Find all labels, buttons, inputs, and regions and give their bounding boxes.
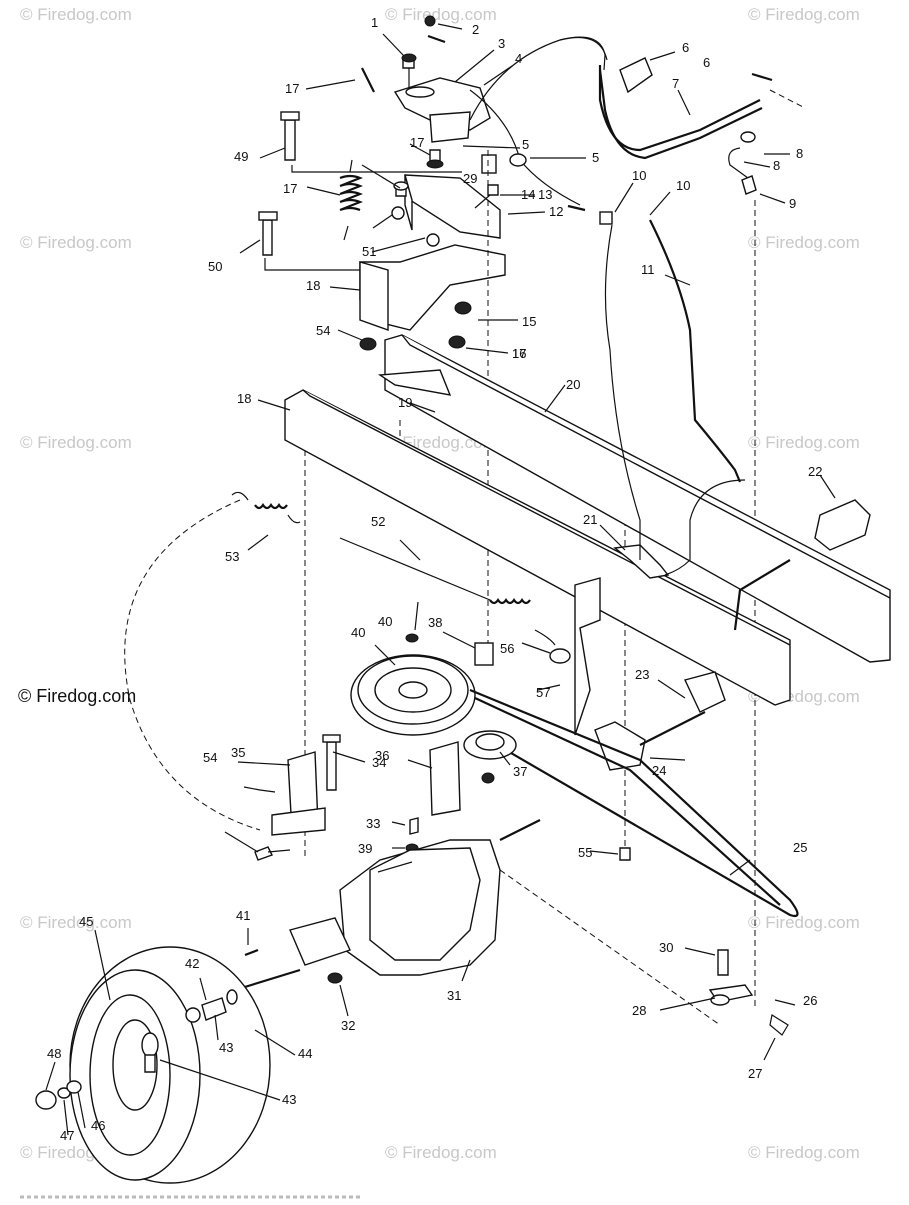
- callout-10: 10: [632, 168, 646, 183]
- watermark-text: © Firedog.com: [748, 5, 860, 24]
- callout-39: 39: [358, 841, 372, 856]
- callout-33: 33: [366, 816, 380, 831]
- callout-56: 56: [500, 641, 514, 656]
- callout-17: 17: [285, 81, 299, 96]
- callout-8: 8: [773, 158, 780, 173]
- callout-41: 41: [236, 908, 250, 923]
- callout-18: 18: [306, 278, 320, 293]
- callout-45: 45: [79, 914, 93, 929]
- callout-43: 43: [282, 1092, 296, 1107]
- watermark-text: © Firedog.com: [385, 1143, 497, 1162]
- callout-43: 43: [219, 1040, 233, 1055]
- callout-17: 17: [283, 181, 297, 196]
- callout-5: 5: [592, 150, 599, 165]
- callout-51: 51: [362, 244, 376, 259]
- callout-53: 53: [225, 549, 239, 564]
- callout-35: 35: [231, 745, 245, 760]
- watermark-text: © Firedog.com: [748, 913, 860, 932]
- callout-30: 30: [659, 940, 673, 955]
- watermark-text: © Firedog.com: [20, 233, 132, 252]
- callout-19: 19: [398, 395, 412, 410]
- callout-6: 6: [703, 55, 710, 70]
- callout-38: 38: [428, 615, 442, 630]
- callout-31: 31: [447, 988, 461, 1003]
- callout-10: 10: [676, 178, 690, 193]
- callout-13: 13: [538, 187, 552, 202]
- callout-23: 23: [635, 667, 649, 682]
- callout-34: 34: [372, 755, 386, 770]
- callout-52: 52: [371, 514, 385, 529]
- callout-14: 14: [521, 187, 535, 202]
- callout-40: 40: [351, 625, 365, 640]
- callout-46: 46: [91, 1118, 105, 1133]
- callout-24: 24: [652, 763, 666, 778]
- callout-44: 44: [298, 1046, 312, 1061]
- callout-40: 40: [378, 614, 392, 629]
- callout-42: 42: [185, 956, 199, 971]
- callout-48: 48: [47, 1046, 61, 1061]
- callout-7: 7: [672, 76, 679, 91]
- callout-54: 54: [316, 323, 330, 338]
- callout-54: 54: [203, 750, 217, 765]
- watermark-main: © Firedog.com: [18, 686, 136, 706]
- watermark-text: © Firedog.com: [748, 1143, 860, 1162]
- callout-2: 2: [472, 22, 479, 37]
- watermark-text: © Firedog.com: [20, 433, 132, 452]
- watermark-text: © Firedog.com: [20, 913, 132, 932]
- callout-3: 3: [498, 36, 505, 51]
- callout-22: 22: [808, 464, 822, 479]
- callout-8: 8: [796, 146, 803, 161]
- callout-16: 16: [512, 346, 526, 361]
- callout-36: 36: [375, 748, 389, 763]
- callout-11: 11: [641, 262, 655, 277]
- callout-21: 21: [583, 512, 597, 527]
- callout-26: 26: [803, 993, 817, 1008]
- leader-lines: [45, 23, 836, 1136]
- callout-27: 27: [748, 1066, 762, 1081]
- callout-18: 18: [237, 391, 251, 406]
- callout-57: 57: [536, 685, 550, 700]
- callout-49: 49: [234, 149, 248, 164]
- watermark-text: © Firedog.com: [748, 433, 860, 452]
- callout-12: 12: [549, 204, 563, 219]
- callout-47: 47: [60, 1128, 74, 1143]
- callout-5: 5: [522, 137, 529, 152]
- callout-1: 1: [371, 15, 378, 30]
- callout-28: 28: [632, 1003, 646, 1018]
- callout-4: 4: [515, 51, 522, 66]
- callout-17: 17: [410, 135, 424, 150]
- callout-55: 55: [578, 845, 592, 860]
- callout-37: 37: [513, 764, 527, 779]
- watermark-text: © Firedog.com: [20, 5, 132, 24]
- wheel-assembly: [35, 946, 271, 1184]
- drive-system: [124, 491, 799, 1036]
- callout-29: 29: [463, 171, 477, 186]
- callout-9: 9: [789, 196, 796, 211]
- callout-32: 32: [341, 1018, 355, 1033]
- callout-15: 15: [522, 314, 536, 329]
- watermark-text: © Firedog.com: [748, 233, 860, 252]
- callout-25: 25: [793, 840, 807, 855]
- watermark-text: © Firedog.com: [385, 5, 497, 24]
- callout-6: 6: [682, 40, 689, 55]
- callout-17: 17: [512, 346, 526, 361]
- callout-20: 20: [566, 377, 580, 392]
- upper-linkage: [258, 15, 806, 351]
- callout-50: 50: [208, 259, 222, 274]
- frame-rails: [284, 211, 891, 771]
